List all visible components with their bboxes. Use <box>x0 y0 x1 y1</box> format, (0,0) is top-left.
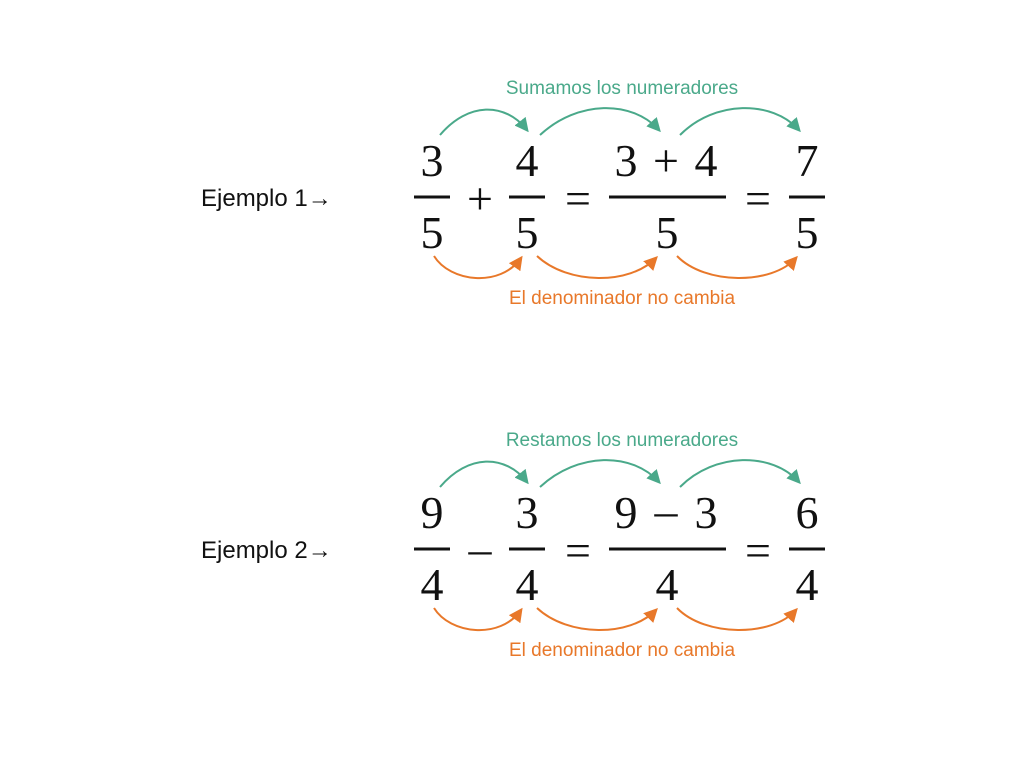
result-numerator: 7 <box>796 135 819 186</box>
example-1: Ejemplo 1→ Sumamos los numeradores El de… <box>0 70 1024 330</box>
fraction-1-numerator: 3 <box>421 135 444 186</box>
denominator-arrow <box>676 607 798 631</box>
denominator-caption: El denominador no cambia <box>508 288 736 309</box>
equals-sign: = <box>745 173 771 224</box>
combined-denominator: 4 <box>656 559 679 610</box>
equals-sign: = <box>565 525 591 576</box>
combined-numerator-operator: – <box>654 485 679 536</box>
fraction-1-denominator: 5 <box>421 207 444 258</box>
example-label: Ejemplo 2→ <box>201 537 332 564</box>
result-denominator: 5 <box>796 207 819 258</box>
equation-diagram: 3 5 + 4 5 = 3 + 4 5 = 7 5 <box>414 107 825 280</box>
fraction-2-numerator: 3 <box>516 487 539 538</box>
combined-numerator-left: 9 <box>615 487 638 538</box>
result-denominator: 4 <box>796 559 819 610</box>
numerator-arrow <box>539 459 661 488</box>
numerator-caption: Restamos los numeradores <box>505 430 739 451</box>
denominator-caption: El denominador no cambia <box>508 640 736 661</box>
example-2: Ejemplo 2→ Restamos los numeradores El d… <box>0 422 1024 682</box>
combined-numerator-right: 3 <box>695 487 718 538</box>
operator: + <box>467 173 493 224</box>
operator: – <box>468 523 493 574</box>
denominator-arrow <box>433 255 523 280</box>
numerator-arrow <box>679 459 801 488</box>
denominator-arrow <box>536 607 658 631</box>
numerator-arrow <box>539 107 661 136</box>
numerator-caption: Sumamos los numeradores <box>505 78 739 99</box>
result-numerator: 6 <box>796 487 819 538</box>
fraction-2-denominator: 4 <box>516 559 539 610</box>
equation-diagram: 9 4 – 3 4 = 9 – 3 4 = 6 4 <box>414 459 825 632</box>
equals-sign: = <box>745 525 771 576</box>
fraction-1-denominator: 4 <box>421 559 444 610</box>
fraction-1-numerator: 9 <box>421 487 444 538</box>
combined-numerator-operator: + <box>653 135 679 186</box>
example-label: Ejemplo 1→ <box>201 185 332 212</box>
numerator-arrow <box>679 107 801 136</box>
combined-denominator: 5 <box>656 207 679 258</box>
denominator-arrow <box>676 255 798 279</box>
equals-sign: = <box>565 173 591 224</box>
numerator-arrow <box>439 460 529 488</box>
denominator-arrow <box>433 607 523 632</box>
combined-numerator-right: 4 <box>695 135 718 186</box>
fraction-2-numerator: 4 <box>516 135 539 186</box>
numerator-arrow <box>439 108 529 136</box>
fraction-2-denominator: 5 <box>516 207 539 258</box>
combined-numerator-left: 3 <box>615 135 638 186</box>
denominator-arrow <box>536 255 658 279</box>
